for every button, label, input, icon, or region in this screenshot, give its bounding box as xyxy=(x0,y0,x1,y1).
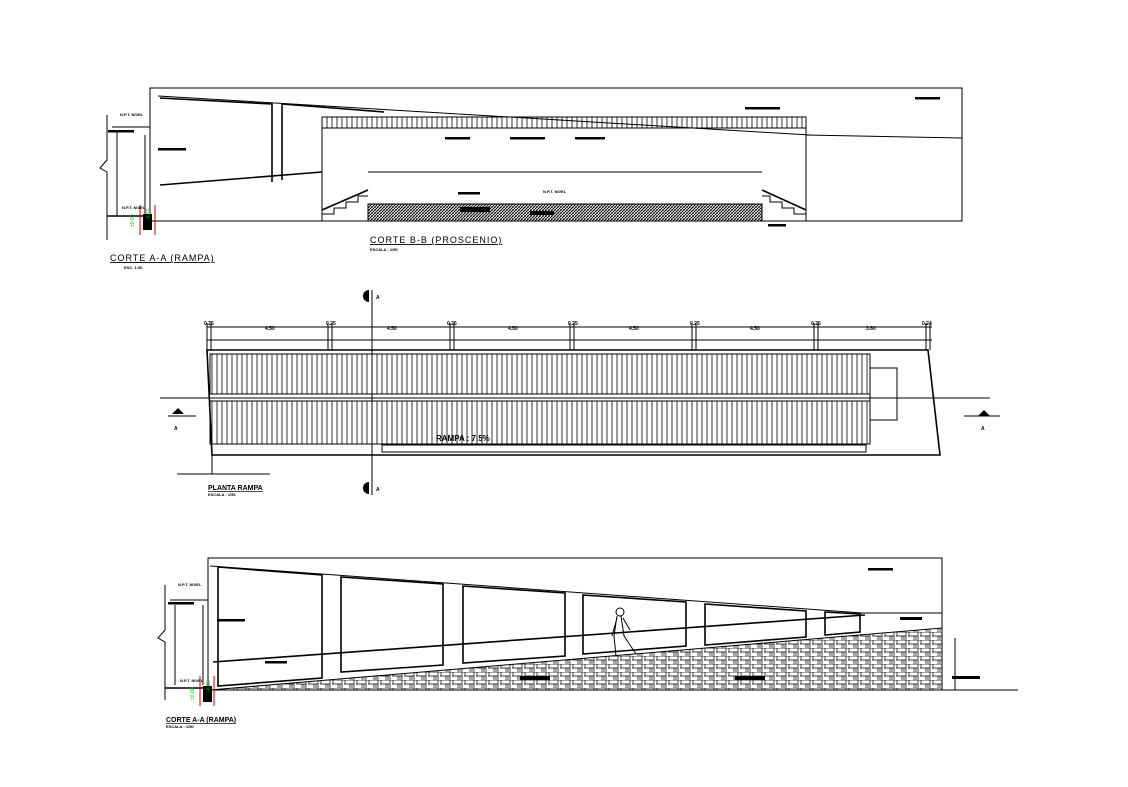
dimension-label: 4.50 xyxy=(387,326,397,332)
svg-text:±0.00: ±0.00 xyxy=(190,687,196,700)
level-label: N.P.T. NIVEL xyxy=(120,112,144,117)
section-bb-title: CORTE B-B (PROSCENIO) xyxy=(370,235,502,245)
section-marker-top: A xyxy=(376,295,380,301)
person-figure-icon xyxy=(611,607,637,657)
section-marker-bottom: A xyxy=(376,487,380,493)
plan-scale: ESCALA : 1/50 xyxy=(208,492,236,497)
dimension-label: 0.25 xyxy=(204,321,214,327)
section-marker-right: A xyxy=(981,426,985,432)
dimension-label: 4.50 xyxy=(629,326,639,332)
dimension-label: 4.50 xyxy=(750,326,760,332)
section-aa-top-scale: ESC. 1:50 xyxy=(124,265,143,270)
dimension-label: 0.25 xyxy=(326,321,336,327)
level-label: N.P.T. NIVEL xyxy=(543,189,567,194)
section-aa-bottom-scale: ESCALA : 1/50 xyxy=(166,724,194,729)
plan-drawing: 0.25 4.50 0.25 4.50 0.25 4.50 0.25 4.50 … xyxy=(160,290,1000,495)
dimension-label: 0.25 xyxy=(811,321,821,327)
dimension-label: 0.25 xyxy=(690,321,700,327)
section-aa-bottom-drawing: ±0.00 -0.15 N.P.T. NIVEL N.P.T. NIVEL xyxy=(157,557,1018,706)
section-aa-top-title: CORTE A-A (RAMPA) xyxy=(110,253,215,263)
plan-dimensions: 0.25 4.50 0.25 4.50 0.25 4.50 0.25 4.50 … xyxy=(204,321,932,332)
section-bb-drawing: ±0.00 -0.15 N.P.T. NIVEL N.P.T. NIVEL N.… xyxy=(99,87,963,240)
dimension-label: 4.50 xyxy=(508,326,518,332)
section-marker-left: A xyxy=(174,426,178,432)
section-aa-bottom-title: CORTE A-A (RAMPA) xyxy=(166,717,236,724)
svg-text:±0.00: ±0.00 xyxy=(130,214,136,227)
dimension-label: 3.60 xyxy=(866,326,876,332)
level-label: N.P.T. NIVEL xyxy=(178,582,202,587)
dimension-label: 4.50 xyxy=(265,326,275,332)
ramp-slope-label: RAMPA : 7.5% xyxy=(436,434,490,443)
dimension-label: 0.24 xyxy=(922,321,932,327)
svg-text:-0.15: -0.15 xyxy=(146,208,152,220)
level-label: N.P.T. NIVEL xyxy=(122,205,146,210)
section-bb-scale: ESCALA : 1/50 xyxy=(370,247,398,252)
dimension-label: 0.25 xyxy=(447,321,457,327)
plan-title: PLANTA RAMPA xyxy=(208,485,263,492)
dimension-label: 0.25 xyxy=(568,321,578,327)
level-label: N.P.T. NIVEL xyxy=(180,678,204,683)
svg-text:-0.15: -0.15 xyxy=(206,680,212,692)
